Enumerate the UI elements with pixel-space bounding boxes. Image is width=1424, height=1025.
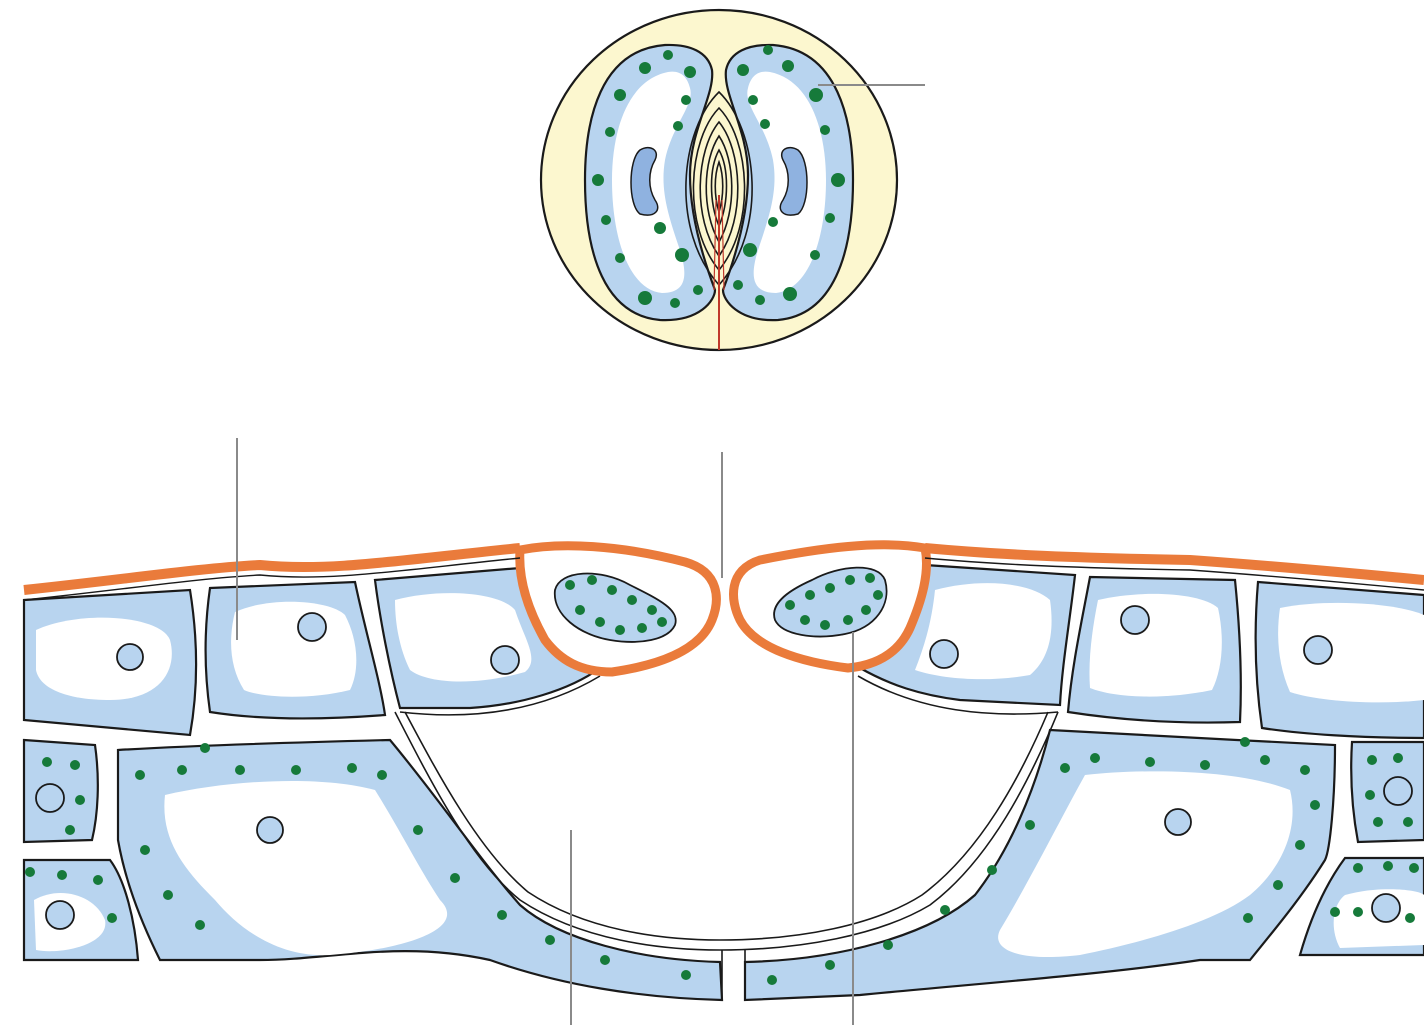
nucleus: [491, 646, 519, 674]
nucleus: [257, 817, 283, 843]
nucleus: [1372, 894, 1400, 922]
nucleus: [1304, 636, 1332, 664]
nucleus: [1165, 809, 1191, 835]
nucleus: [1121, 606, 1149, 634]
nucleus: [930, 640, 958, 668]
nucleus: [46, 901, 74, 929]
nucleus: [298, 613, 326, 641]
nucleus: [36, 784, 64, 812]
leaf-cross-section: [24, 545, 1424, 1000]
nucleus: [1384, 777, 1412, 805]
stoma-surface-view: [541, 10, 897, 350]
nucleus: [117, 644, 143, 670]
